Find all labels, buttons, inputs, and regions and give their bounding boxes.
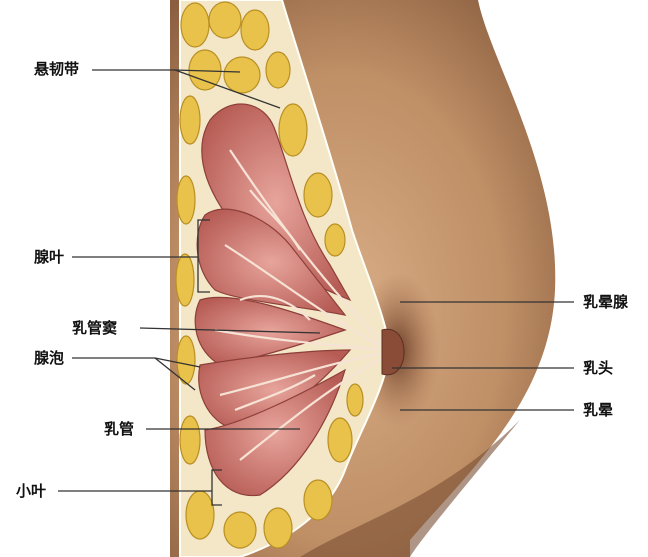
label-areolar-gland: 乳晕腺	[583, 293, 628, 311]
label-nipple: 乳头	[583, 359, 613, 377]
label-alveoli: 腺泡	[34, 349, 64, 367]
label-lactiferous-duct: 乳管	[104, 420, 134, 438]
label-lobe: 腺叶	[34, 248, 64, 266]
label-lactiferous-sinus: 乳管窦	[72, 319, 117, 337]
label-lobule: 小叶	[16, 482, 46, 500]
label-suspensory-ligament: 悬韧带	[34, 60, 79, 78]
label-areola: 乳晕	[583, 401, 613, 419]
